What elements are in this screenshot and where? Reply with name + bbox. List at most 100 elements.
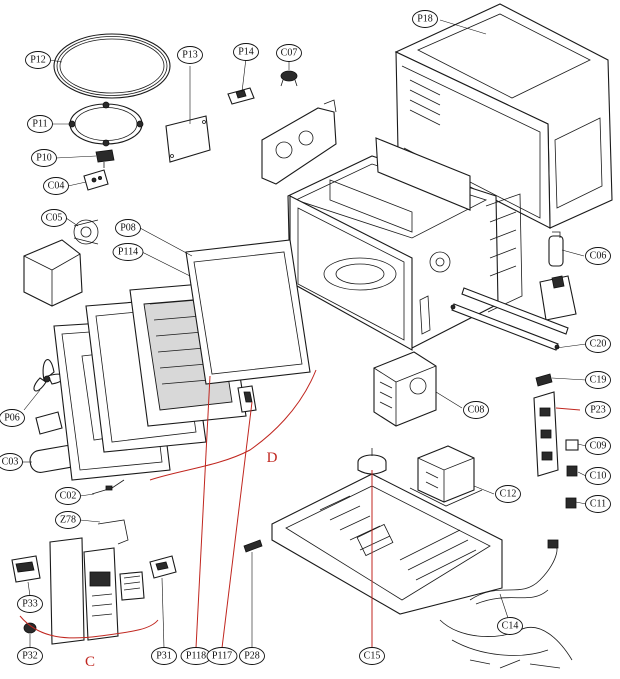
callout-p08: P08 [115, 219, 141, 237]
callout-label: P23 [590, 405, 606, 416]
callout-label: C07 [281, 48, 298, 59]
callout-label: C02 [60, 491, 77, 502]
latch-board-part [533, 391, 559, 477]
thermal-switch-part [280, 70, 298, 87]
ground-wire-part [97, 519, 129, 545]
callout-p18: P18 [412, 10, 438, 28]
callout-label: P10 [36, 153, 52, 164]
callout-oval [495, 485, 521, 503]
callout-oval [239, 647, 265, 665]
callout-oval [27, 115, 53, 133]
callout-oval [25, 51, 51, 69]
group-c-boundary [19, 615, 159, 639]
fan-motor-bracket-part [23, 219, 99, 307]
callout-label: C11 [590, 499, 606, 510]
magnetron-part [373, 351, 437, 427]
fuse-holder-part [548, 231, 564, 267]
callout-label: P12 [30, 55, 46, 66]
callout-p14: P14 [233, 43, 259, 61]
callout-oval [276, 44, 302, 62]
door-button-part [11, 555, 41, 583]
callout-p114: P114 [112, 243, 144, 261]
callout-c02: C02 [55, 487, 81, 505]
control-panel-part [49, 537, 145, 645]
callout-oval [41, 209, 67, 227]
callout-label: P13 [182, 50, 198, 61]
callout-oval [585, 437, 611, 455]
p118-leader-red [195, 375, 211, 649]
callout-label: C15 [364, 651, 381, 662]
callout-oval [585, 495, 611, 513]
group-label-layer: DC [85, 450, 278, 670]
callout-oval [55, 487, 81, 505]
callout-label: P32 [22, 651, 38, 662]
callout-label: P118 [186, 651, 206, 662]
callout-label: P11 [32, 119, 47, 130]
leader-lines [22, 19, 587, 649]
callout-p06: P06 [0, 409, 25, 427]
group-label-c: C [85, 654, 95, 670]
callout-label: P114 [118, 247, 138, 258]
callout-oval [0, 453, 23, 471]
callout-oval [177, 46, 203, 64]
turntable-motor-part [357, 448, 387, 475]
callout-oval [17, 647, 43, 665]
mounting-bracket-part [539, 275, 577, 321]
callout-c15: C15 [359, 647, 385, 665]
callout-oval [151, 647, 177, 665]
small-circuit-part [83, 169, 109, 191]
callout-z78: Z78 [55, 511, 81, 529]
base-plate-part [271, 473, 503, 615]
callout-oval [31, 149, 57, 167]
callout-label: P28 [244, 651, 260, 662]
waveguide-duct-part [261, 99, 337, 185]
micro-switch-2-part [566, 465, 578, 477]
panel-bracket-part [149, 555, 177, 579]
callout-oval [585, 401, 611, 419]
callout-label: C04 [48, 181, 65, 192]
callout-c14: C14 [497, 617, 523, 635]
callout-label: C20 [590, 339, 607, 350]
callout-label: P14 [238, 47, 254, 58]
callout-oval [585, 371, 611, 389]
hv-diode-part [91, 479, 125, 495]
callout-p11: P11 [27, 115, 53, 133]
door-seal-part [185, 239, 311, 385]
callout-oval [0, 409, 25, 427]
callout-c08: C08 [463, 401, 489, 419]
clip-part [535, 373, 553, 387]
callout-c05: C05 [41, 209, 67, 227]
group-d-boundary [149, 369, 317, 481]
callout-oval [112, 243, 144, 261]
callout-c12: C12 [495, 485, 521, 503]
callout-p28: P28 [239, 647, 265, 665]
callout-oval [55, 511, 81, 529]
callout-c03: C03 [0, 453, 23, 471]
callout-p32: P32 [17, 647, 43, 665]
callout-label: C10 [590, 471, 607, 482]
bracket-part [227, 87, 255, 105]
callout-c07: C07 [276, 44, 302, 62]
fan-bracket-part [35, 411, 63, 435]
callout-label: Z78 [60, 515, 76, 526]
callout-label: C19 [590, 375, 607, 386]
callout-p23: P23 [585, 401, 611, 419]
mica-cover-part [165, 115, 211, 163]
transformer-part [409, 445, 483, 507]
wiring-harness-part [439, 539, 573, 669]
coupler-part [95, 149, 115, 168]
callout-c10: C10 [585, 467, 611, 485]
callout-label: C03 [2, 457, 19, 468]
callout-oval [585, 467, 611, 485]
callout-oval [463, 401, 489, 419]
callout-oval [233, 43, 259, 61]
callout-c06: C06 [585, 247, 611, 265]
callout-p117: P117 [206, 647, 238, 665]
callout-oval [585, 335, 611, 353]
callout-c09: C09 [585, 437, 611, 455]
callout-label: C14 [502, 621, 519, 632]
small-bracket-part [243, 539, 263, 553]
roller-ring-part [68, 101, 144, 147]
